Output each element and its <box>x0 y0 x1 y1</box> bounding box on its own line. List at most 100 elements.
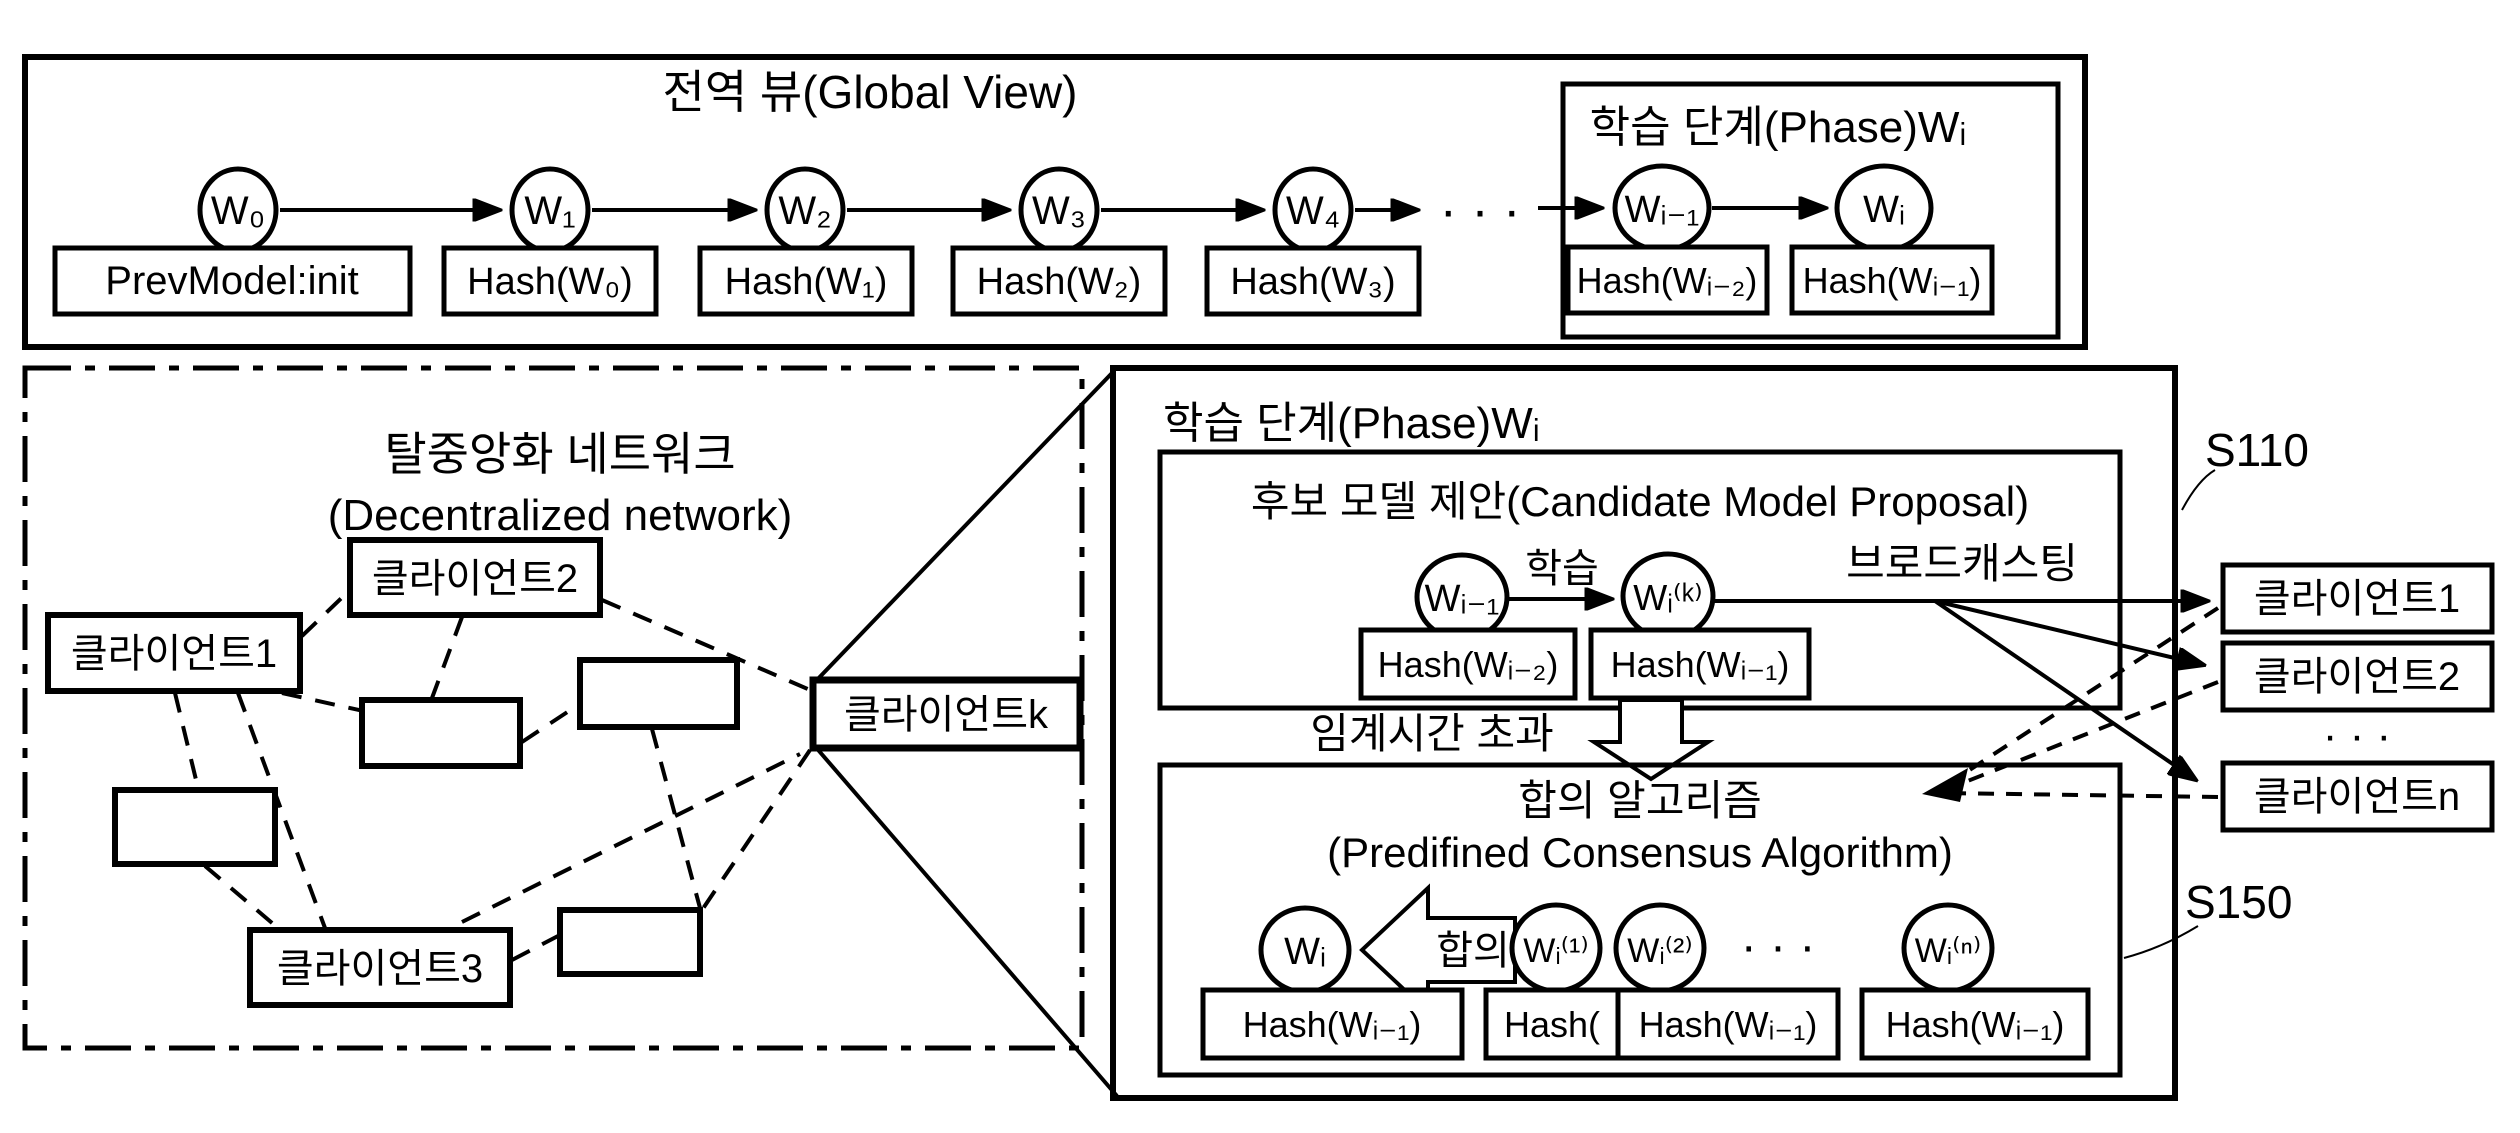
peer-box <box>557 907 703 977</box>
client2-label: 클라이언트2 <box>372 557 578 601</box>
consensus-title-ko: 합의 알고리즘 <box>1518 777 1762 824</box>
hash-wi-2-box <box>1565 244 1770 316</box>
network-link <box>511 934 559 962</box>
broadcast-label: 브로드캐스팅 <box>1846 540 2078 587</box>
hash-w0-label: Hash(W₀) <box>467 261 633 303</box>
network-title-ko: 탈중앙화 네트워크 <box>384 428 735 480</box>
phase-detail-panel: 학습 단계(Phase)Wᵢ 후보 모델 제안(Candidate Model … <box>1110 365 2208 1101</box>
node-wi-1-label: Wᵢ₋₁ <box>1625 189 1700 231</box>
network-link <box>461 752 801 924</box>
client1-label: 클라이언트1 <box>71 632 277 676</box>
s110-leader-line <box>2181 469 2216 511</box>
node-w3-label: W₃ <box>1032 189 1086 233</box>
network-link <box>650 728 702 909</box>
reply-arrows <box>1943 606 2220 799</box>
cons-node-w1-label: Wᵢ⁽¹⁾ <box>1523 932 1588 970</box>
prevmodel-label: PrevModel:init <box>105 259 358 303</box>
network-link <box>281 691 369 714</box>
global-view-border <box>22 54 2088 350</box>
cand-hash-prev-label: Hash(Wᵢ₋₂) <box>1378 644 1559 685</box>
remote-client2-box <box>2220 640 2495 713</box>
network-links <box>173 586 812 962</box>
hash-w2-box <box>950 245 1168 317</box>
candidate-title: 후보 모델 제안(Candidate Model Proposal) <box>1251 478 2029 525</box>
node-w0-label: W₀ <box>211 189 265 233</box>
remote-client1-box <box>2220 562 2495 635</box>
peer-box <box>112 787 278 867</box>
cons-hash-partial-box <box>1483 987 1621 1061</box>
broadcast-arrow-2 <box>1934 599 2204 665</box>
s150-leader-line <box>2123 925 2199 959</box>
network-border <box>22 365 1085 1051</box>
network-link <box>203 864 280 930</box>
cons-node-wn-label: Wᵢ⁽ⁿ⁾ <box>1915 932 1982 970</box>
cons-node-wi-label: Wᵢ <box>1284 931 1326 973</box>
timeout-label: 임계시간 초과 <box>1310 710 1554 757</box>
client1-box <box>45 612 303 694</box>
hash-w3-box <box>1204 245 1422 317</box>
network-link <box>300 586 354 638</box>
reply-arrowhead <box>1922 768 1968 802</box>
clientk-box <box>809 676 1084 752</box>
step-s110-label: S110 <box>2205 424 2309 476</box>
node-w4-label: W₄ <box>1286 189 1340 233</box>
consensus-box <box>1157 762 2123 1078</box>
cand-node-wi-1-label: Wᵢ₋₁ <box>1425 578 1500 620</box>
agree-label: 합의 <box>1436 929 1510 973</box>
cons-hash-n-label: Hash(Wᵢ₋₁) <box>1886 1004 2065 1045</box>
node-wi-label: Wᵢ <box>1863 189 1905 231</box>
remote-clientn-label: 클라이언트n <box>2254 775 2460 819</box>
hash-wi-1-box <box>1789 244 1995 316</box>
timeout-down-arrow <box>1587 698 1715 782</box>
network-title-en: (Decentralized network) <box>328 491 793 540</box>
cons-node-w2-label: Wᵢ⁽²⁾ <box>1627 932 1692 970</box>
cons-hash-n-box <box>1859 987 2091 1061</box>
client3-label: 클라이언트3 <box>277 947 483 991</box>
network-link <box>236 692 327 929</box>
global-view-title: 전역 뷰(Global View) <box>663 66 1078 118</box>
hash-w0-box <box>441 245 659 317</box>
cand-hash-k-label: Hash(Wᵢ₋₁) <box>1611 644 1790 685</box>
step-s150-label: S150 <box>2185 876 2292 928</box>
client3-box <box>247 927 513 1008</box>
phase-box-title: 학습 단계(Phase)Wᵢ <box>1590 103 1967 152</box>
network-link <box>430 616 464 699</box>
cons-hash-final-label: Hash(Wᵢ₋₁) <box>1243 1004 1422 1045</box>
network-panel: 탈중앙화 네트워크 (Decentralized network) 클라이언트1… <box>22 365 1085 1051</box>
train-label: 학습 <box>1525 547 1599 591</box>
remote-client2-label: 클라이언트2 <box>2254 655 2460 699</box>
remote-clients-ellipsis: · · · <box>2323 711 2391 760</box>
clientk-label: 클라이언트k <box>844 693 1049 737</box>
cons-hash-1-box <box>1615 987 1841 1061</box>
prevmodel-box <box>52 245 413 317</box>
hash-w3-label: Hash(W₃) <box>1230 261 1395 303</box>
hash-w2-label: Hash(W₂) <box>977 261 1142 303</box>
cand-hash-prev-box <box>1358 627 1578 701</box>
node-w2-label: W₂ <box>778 189 831 233</box>
cons-ellipsis: · · · <box>1741 920 1816 973</box>
remote-clientn-box <box>2220 760 2495 833</box>
hash-wi-1-label: Hash(Wᵢ₋₁) <box>1803 260 1982 301</box>
phase-box-border <box>1560 81 2061 340</box>
network-link <box>601 598 811 692</box>
chain-ellipsis: · · · <box>1440 182 1521 240</box>
phase-detail-border <box>1110 365 2178 1101</box>
network-link <box>520 703 580 744</box>
remote-clients: 클라이언트1 클라이언트2 · · · 클라이언트n <box>2220 562 2495 833</box>
cons-hash-partial-label: Hash( <box>1504 1004 1600 1045</box>
global-view-panel: 전역 뷰(Global View) 학습 단계(Phase)Wᵢ · · · W… <box>22 54 2088 350</box>
peer-box <box>577 657 740 730</box>
broadcast-arrow-n <box>1933 599 2196 780</box>
cand-node-wik-label: Wᵢ⁽ᵏ⁾ <box>1633 577 1703 618</box>
node-w1-label: W₁ <box>524 189 575 233</box>
reply-arrow-n <box>1943 791 2219 799</box>
cons-hash-1-label: Hash(Wᵢ₋₁) <box>1639 1004 1818 1045</box>
hash-wi-2-label: Hash(Wᵢ₋₂) <box>1577 260 1758 301</box>
magnifier-line-top <box>811 370 1115 686</box>
peer-box <box>359 697 523 769</box>
consensus-title-en: (Predifined Consensus Algorithm) <box>1327 829 1953 876</box>
reply-arrow-2 <box>1949 680 2219 790</box>
hash-w1-box <box>697 245 915 317</box>
network-link <box>700 748 812 912</box>
